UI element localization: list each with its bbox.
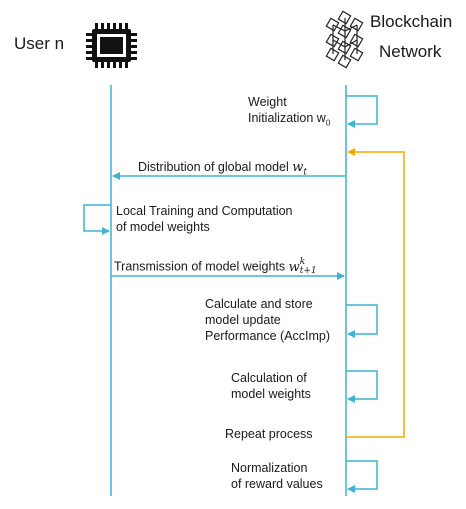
step-calculation: Calculation of model weights bbox=[231, 371, 311, 401]
step-repeat: Repeat process bbox=[225, 427, 313, 441]
self-loop-calculation bbox=[346, 370, 378, 403]
chain-label-line2: Network bbox=[379, 42, 442, 61]
step-normalization: Normalization of reward values bbox=[231, 461, 323, 491]
blockchain-network-icon bbox=[325, 10, 364, 69]
user-label: User n bbox=[14, 34, 65, 53]
repeat-loop bbox=[346, 148, 405, 438]
step-local-training: Local Training and Computation of model … bbox=[116, 204, 293, 234]
self-loop-accimp bbox=[346, 304, 378, 338]
step-distribution: Distribution of global model wt bbox=[138, 160, 308, 178]
self-loop-normalization bbox=[346, 460, 378, 493]
step-accimp: Calculate and store model update Perform… bbox=[205, 297, 331, 343]
chip-icon bbox=[86, 23, 137, 68]
chain-label-line1: Blockchain bbox=[370, 12, 453, 31]
step-init: Weight Initialization w0 bbox=[248, 95, 331, 128]
self-loop-local-training bbox=[83, 204, 111, 235]
self-loop-init bbox=[346, 95, 378, 128]
